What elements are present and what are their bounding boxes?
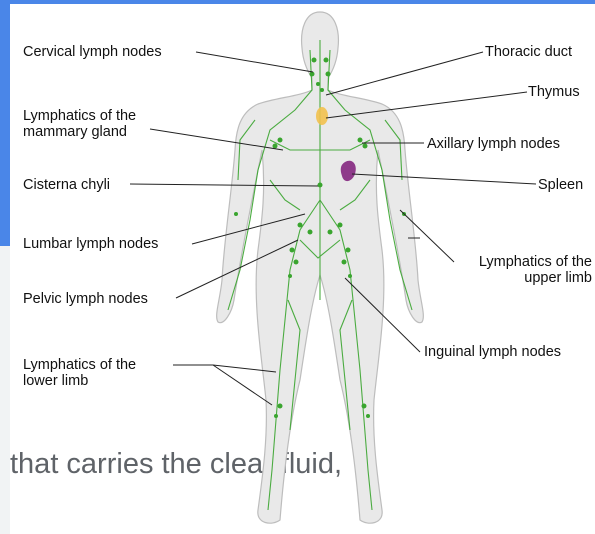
label-spleen: Spleen (538, 177, 583, 193)
label-thymus: Thymus (528, 84, 580, 100)
label-thoracic-duct: Thoracic duct (485, 44, 572, 60)
label-lymphatics-lower-limb: Lymphatics of the lower limb (23, 357, 173, 389)
label-cervical-lymph-nodes: Cervical lymph nodes (23, 44, 162, 60)
label-cisterna-chyli: Cisterna chyli (23, 177, 110, 193)
label-inguinal-lymph-nodes: Inguinal lymph nodes (424, 344, 561, 360)
label-lymphatics-upper-limb: Lymphatics of the upper limb (452, 254, 592, 286)
label-axillary-lymph-nodes: Axillary lymph nodes (427, 136, 560, 152)
thymus-organ (316, 107, 328, 125)
label-lymphatics-mammary-gland: Lymphatics of the mammary gland (23, 108, 173, 140)
label-lumbar-lymph-nodes: Lumbar lymph nodes (23, 236, 158, 252)
label-pelvic-lymph-nodes: Pelvic lymph nodes (23, 291, 148, 307)
